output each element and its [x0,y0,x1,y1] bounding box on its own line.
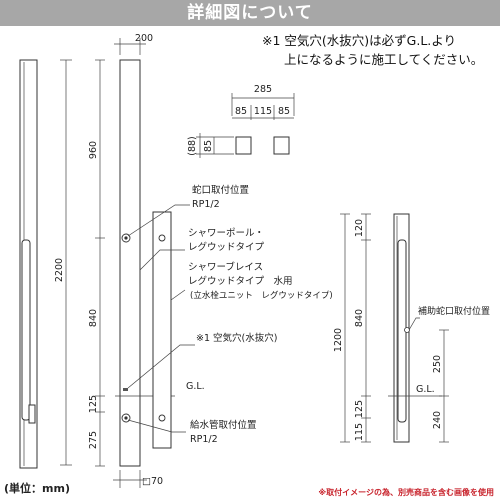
dim-total-height: 2200 [54,258,65,282]
shower-brace-label-1: シャワーブレイス [188,261,263,273]
shower-brace [152,211,172,449]
dim-upper: 960 [88,141,99,159]
side-view-right: 1200 120 840 125 115 250 240 補助蛇口取付位置 G.… [333,213,490,443]
faucet-pos-label: 蛇口取付位置 [192,184,249,196]
air-hole-note: ※1 空気穴(水抜穴)は必ずG.L.より 上になるように施工してください。 [262,31,483,69]
supply-pos-label: 給水管取付位置 [190,419,257,431]
note-line-1: ※1 空気穴(水抜穴)は必ずG.L.より [262,33,457,48]
plan-block-left [235,136,252,155]
dim-r-lower: 125 [354,400,365,418]
dim-middle: 840 [88,309,99,327]
brace-faucet-hole [158,234,166,242]
dim-pipe-square: □70 [142,476,163,487]
note-line-2: 上になるように施工してください。 [284,52,484,67]
dim-pole-width: 200 [135,33,153,44]
page-title: 詳細図について [187,3,313,23]
dim-plan-total: 285 [254,84,272,95]
side-view-left [19,59,38,469]
aux-faucet-hole [404,327,410,333]
side-bracket [28,404,36,424]
air-hole-label: ※1 空気穴(水抜穴) [196,332,277,344]
dim-plan-c: 85 [278,106,290,117]
dim-plan-a: 85 [235,106,247,117]
dim-lower-above-gl: 125 [88,395,99,413]
gl-right-label: G.L. [416,384,435,395]
dim-r-total: 1200 [333,328,344,352]
gl-left-label: G.L. [186,381,205,392]
shower-brace-label-3: (立水栓ユニット レグウッドタイプ) [190,290,333,301]
aux-faucet-label: 補助蛇口取付位置 [418,305,490,317]
dim-r-top: 120 [354,219,365,237]
air-hole-front [123,388,128,391]
dim-r-250: 250 [432,355,443,373]
supply-pos-spec: RP1/2 [190,434,218,445]
dim-plan-b: 115 [254,106,272,117]
dim-plan-depth-outer: (88) [187,136,198,156]
side-brace [21,239,31,421]
brace-supply-hole [158,414,166,422]
plan-block-right [273,136,290,155]
front-pole [119,59,141,467]
dim-r-middle: 840 [354,309,365,327]
shower-brace-label-2: レグウッドタイプ 水用 [188,275,293,287]
faucet-pos-spec: RP1/2 [192,199,220,210]
plan-view: 285 85 115 85 (88) 85 [187,84,295,158]
dim-r-bottom: 115 [354,423,365,441]
title-bar [0,0,500,26]
shower-pole-label-2: レグウッドタイプ [188,241,265,253]
dim-r-240: 240 [432,411,443,429]
shower-pole-label-1: シャワーポール・ [188,228,264,239]
dim-below-gl: 275 [88,431,99,449]
unit-label: (単位：mm) [4,482,70,495]
dim-plan-depth-inner: 85 [203,140,214,152]
footer-note: ※取付イメージの為、別売商品を含む画像を使用 [318,488,494,497]
